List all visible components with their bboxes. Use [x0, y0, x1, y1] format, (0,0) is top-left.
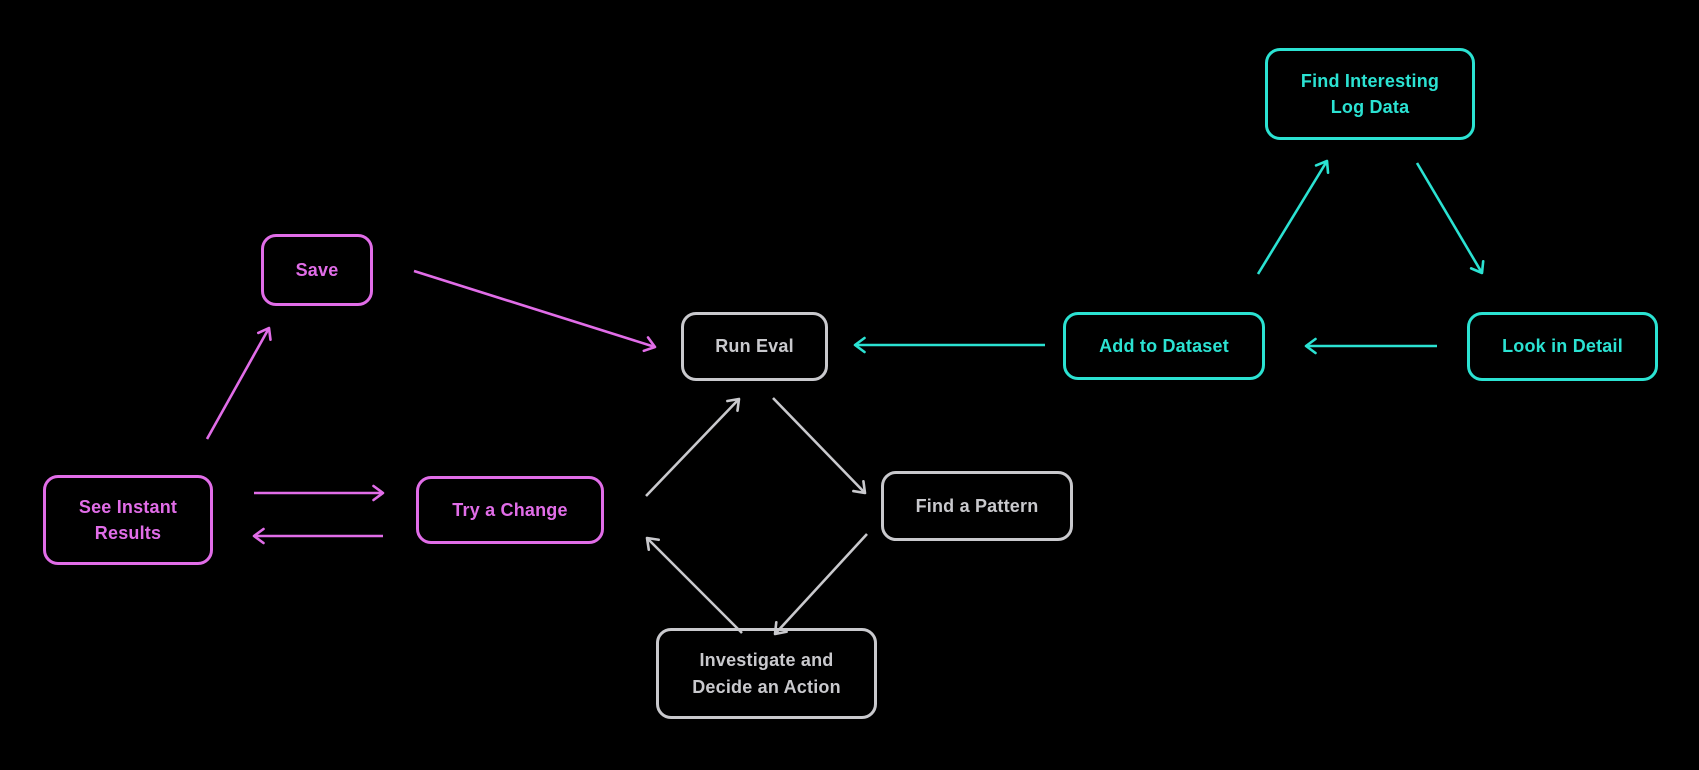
edge-try-a-change-to-run-eval [645, 397, 741, 497]
edge-see-instant-results-to-save [205, 326, 272, 440]
edge-find-a-pattern-to-investigate-and-decide-an-action [773, 533, 868, 636]
node-label-find-a-pattern: Find a Pattern [915, 495, 1039, 516]
node-investigate-and-decide-an-action: Investigate and Decide an Action [656, 628, 877, 719]
node-add-to-dataset: Add to Dataset [1063, 312, 1265, 380]
node-label-investigate-and-decide-an-action: Investigate and Decide an Action [692, 650, 841, 697]
node-label-see-instant-results: See Instant Results [78, 496, 178, 543]
edge-investigate-and-decide-an-action-to-try-a-change [645, 536, 743, 634]
node-label-add-to-dataset: Add to Dataset [1099, 335, 1229, 356]
edge-add-to-dataset-to-find-interesting-log-data [1256, 159, 1330, 275]
node-label-find-interesting-log-data: Find Interesting Log Data [1300, 70, 1440, 117]
node-label-run-eval: Run Eval [715, 336, 794, 357]
node-look-in-detail: Look in Detail [1467, 312, 1658, 381]
node-save: Save [261, 234, 373, 306]
edge-save-to-run-eval [413, 269, 657, 353]
node-label-look-in-detail: Look in Detail [1502, 336, 1623, 357]
node-label-save: Save [295, 259, 339, 280]
node-try-a-change: Try a Change [416, 476, 604, 544]
node-see-instant-results: See Instant Results [43, 475, 213, 565]
node-run-eval: Run Eval [681, 312, 828, 381]
node-find-a-pattern: Find a Pattern [881, 471, 1073, 541]
edge-run-eval-to-find-a-pattern [772, 397, 867, 495]
node-label-try-a-change: Try a Change [452, 499, 568, 520]
node-find-interesting-log-data: Find Interesting Log Data [1265, 48, 1475, 140]
edge-find-interesting-log-data-to-look-in-detail [1415, 162, 1485, 275]
